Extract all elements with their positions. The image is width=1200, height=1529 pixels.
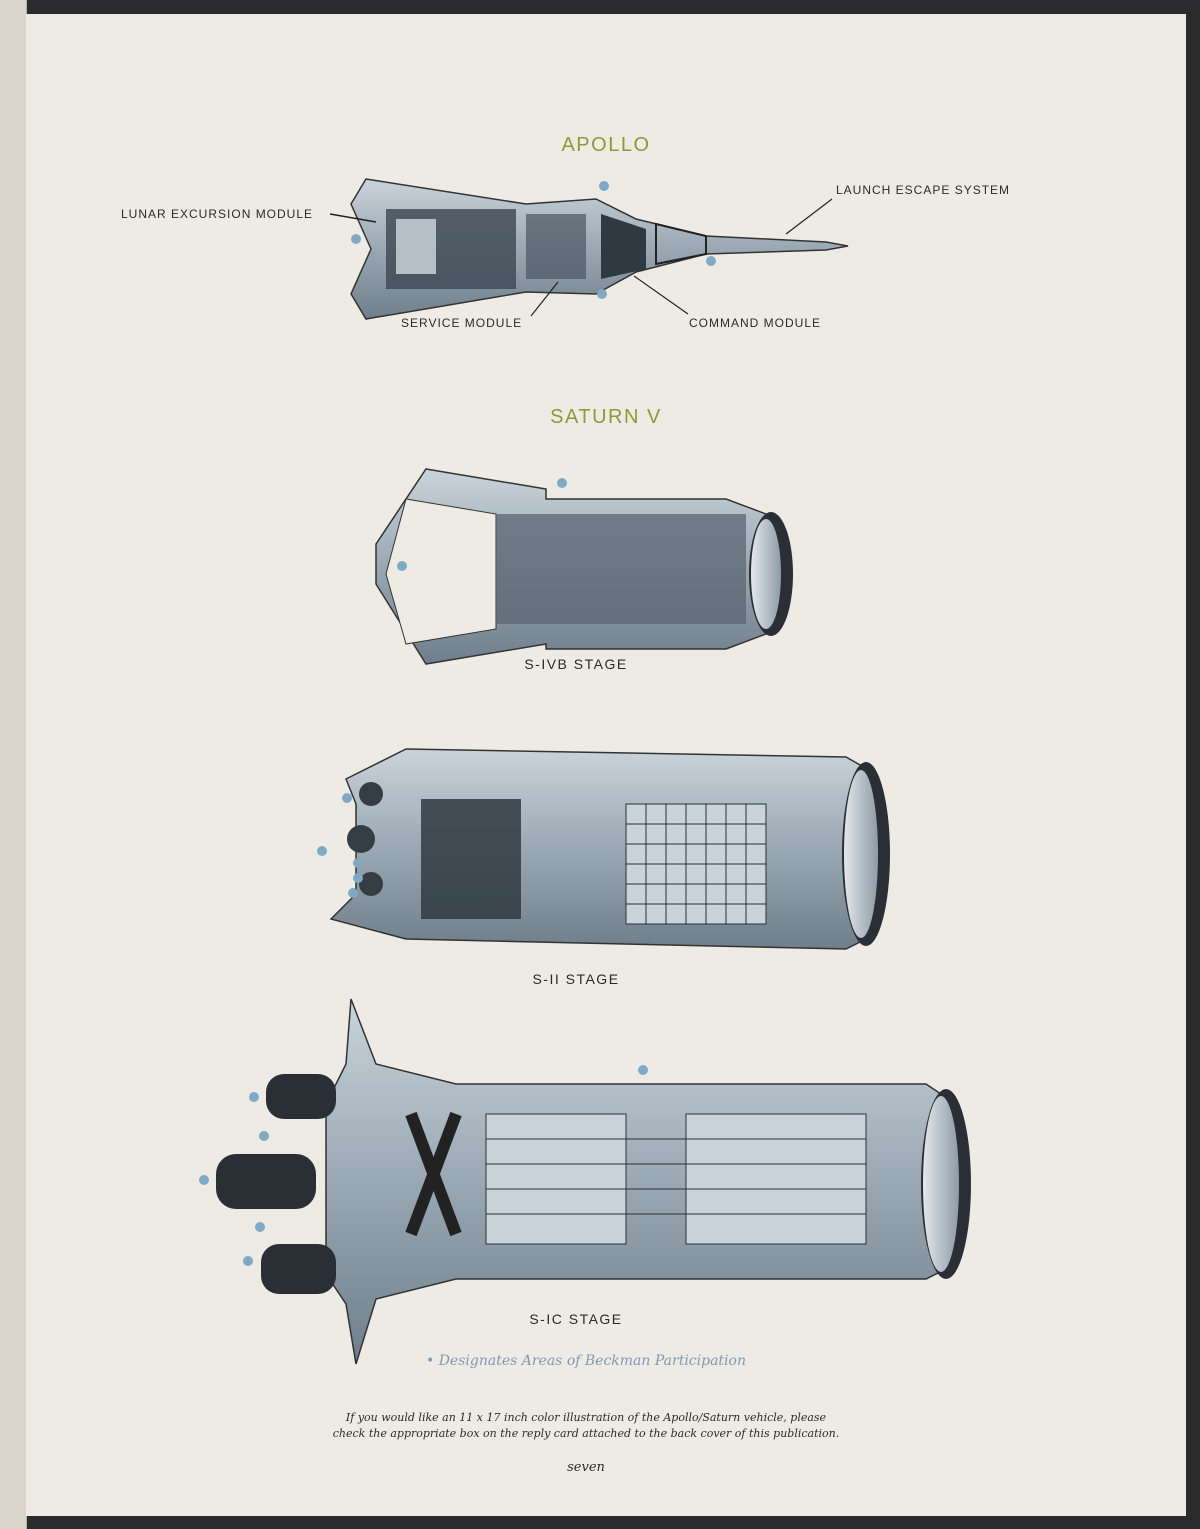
label-lunar-excursion-module: LUNAR EXCURSION MODULE — [121, 207, 314, 221]
saturn-v-heading: SATURN V — [550, 406, 662, 428]
apollo-spacecraft-illustration — [329, 178, 849, 320]
s-ivb-stage-label: S-IVB STAGE — [524, 656, 628, 672]
s-ic-stage-illustration — [199, 998, 971, 1365]
s-ivb-stage-illustration — [375, 468, 793, 665]
label-launch-escape-system: LAUNCH ESCAPE SYSTEM — [836, 183, 1011, 197]
illustration-offer-note: If you would like an 11 x 17 inch color … — [6, 1410, 1166, 1442]
label-command-module: COMMAND MODULE — [689, 316, 822, 330]
s-ic-stage-label: S-IC STAGE — [529, 1311, 623, 1327]
page-number: seven — [567, 1460, 605, 1475]
note-line-1: If you would like an 11 x 17 inch color … — [345, 1411, 827, 1424]
s-ii-stage-label: S-II STAGE — [532, 971, 620, 987]
s-ii-stage-illustration — [317, 748, 890, 950]
apollo-heading: APOLLO — [561, 134, 651, 156]
document-page: APOLLO — [26, 14, 1186, 1516]
illustrations — [199, 178, 971, 1365]
beckman-legend: • Designates Areas of Beckman Participat… — [426, 1353, 746, 1369]
facing-page-edge — [0, 0, 27, 1529]
label-service-module: SERVICE MODULE — [401, 316, 523, 330]
note-line-2: check the appropriate box on the reply c… — [332, 1427, 840, 1440]
